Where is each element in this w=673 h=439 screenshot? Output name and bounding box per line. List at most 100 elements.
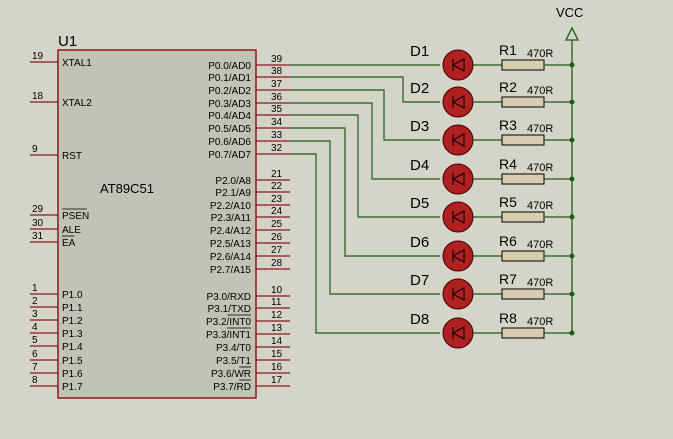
right-pin-12-label: P3.2/INT0 bbox=[206, 317, 251, 328]
right-pin-10-label: P3.0/RXD bbox=[207, 292, 251, 303]
resistor-r6-body[interactable] bbox=[501, 250, 545, 262]
left-pin-18-number: 18 bbox=[32, 91, 44, 102]
left-pin-19-number: 19 bbox=[32, 51, 44, 62]
led-d3-diode-icon bbox=[451, 133, 465, 147]
left-pin-1-label: P1.0 bbox=[62, 290, 83, 301]
led-d3-label: D3 bbox=[410, 118, 429, 135]
right-pin-28-label: P2.7/A15 bbox=[210, 265, 252, 276]
left-pin-5-label: P1.4 bbox=[62, 342, 83, 353]
right-pin-36-number: 36 bbox=[271, 92, 283, 103]
right-pin-25-number: 25 bbox=[271, 219, 283, 230]
led-d8-diode-icon bbox=[451, 326, 465, 340]
left-pin-7-label: P1.6 bbox=[62, 369, 83, 380]
led-d5-diode-icon bbox=[451, 210, 465, 224]
resistor-r3-label: R3 bbox=[499, 117, 517, 133]
right-pin-17-number: 17 bbox=[271, 375, 283, 386]
left-pin-7-number: 7 bbox=[32, 362, 38, 373]
right-pin-35-number: 35 bbox=[271, 104, 283, 115]
right-pin-21-number: 21 bbox=[271, 169, 283, 180]
left-pin-29-number: 29 bbox=[32, 204, 44, 215]
led-d6-diode-icon bbox=[451, 249, 465, 263]
vcc-arrow-icon bbox=[564, 26, 580, 41]
right-pin-37-number: 37 bbox=[271, 79, 283, 90]
resistor-r8-body[interactable] bbox=[501, 327, 545, 339]
right-pin-24-number: 24 bbox=[271, 206, 283, 217]
led-d7-body[interactable] bbox=[442, 278, 474, 310]
chip-part-name: AT89C51 bbox=[100, 181, 154, 196]
right-pin-34-label: P0.5/AD5 bbox=[208, 124, 251, 135]
led-d4-label: D4 bbox=[410, 157, 429, 174]
port0-wires bbox=[290, 64, 440, 334]
resistor-r2-body[interactable] bbox=[501, 96, 545, 108]
led-d2-label: D2 bbox=[410, 80, 429, 97]
right-pin-33-number: 33 bbox=[271, 130, 283, 141]
left-pin-3-number: 3 bbox=[32, 309, 38, 320]
wire-p0-5 bbox=[290, 127, 440, 257]
resistor-r6-label: R6 bbox=[499, 233, 517, 249]
led-d5-body[interactable] bbox=[442, 201, 474, 233]
left-pin-31-number: 31 bbox=[32, 231, 44, 242]
resistor-r5-body[interactable] bbox=[501, 211, 545, 223]
resistor-r8-value: 470R bbox=[527, 316, 553, 328]
resistor-r7-value: 470R bbox=[527, 277, 553, 289]
led-d7-diode-icon bbox=[451, 287, 465, 301]
chip-body[interactable] bbox=[57, 49, 257, 399]
led-d2-body[interactable] bbox=[442, 86, 474, 118]
right-pin-23-number: 23 bbox=[271, 194, 283, 205]
right-pin-10-number: 10 bbox=[271, 285, 283, 296]
right-pin-34-number: 34 bbox=[271, 117, 283, 128]
right-pin-35-label: P0.4/AD4 bbox=[208, 111, 251, 122]
left-pin-19-label: XTAL1 bbox=[62, 58, 92, 69]
left-pin-4-label: P1.3 bbox=[62, 329, 83, 340]
left-pin-30-label: ALE bbox=[62, 225, 81, 236]
right-pin-13-number: 13 bbox=[271, 323, 283, 334]
led-d1-label: D1 bbox=[410, 43, 429, 60]
wire-p0-6 bbox=[290, 140, 440, 295]
right-pin-25-label: P2.4/A12 bbox=[210, 226, 252, 237]
resistor-r7-label: R7 bbox=[499, 271, 517, 287]
resistor-r4-label: R4 bbox=[499, 156, 517, 172]
right-pin-27-number: 27 bbox=[271, 245, 283, 256]
left-pin-2-label: P1.1 bbox=[62, 303, 83, 314]
left-pin-29-label: PSEN bbox=[62, 211, 89, 222]
led-d4-body[interactable] bbox=[442, 163, 474, 195]
right-pin-39-number: 39 bbox=[271, 54, 283, 65]
led-d3-body[interactable] bbox=[442, 124, 474, 156]
wire-p0-1 bbox=[290, 76, 440, 103]
right-pin-32-number: 32 bbox=[271, 143, 283, 154]
right-pin-36-label: P0.3/AD3 bbox=[208, 99, 251, 110]
resistor-r1-body[interactable] bbox=[501, 59, 545, 71]
right-pin-38-number: 38 bbox=[271, 66, 283, 77]
left-pin-2-number: 2 bbox=[32, 296, 38, 307]
resistor-r5-value: 470R bbox=[527, 200, 553, 212]
led-d8-body[interactable] bbox=[442, 317, 474, 349]
resistor-r1-label: R1 bbox=[499, 42, 517, 58]
left-pin-8-label: P1.7 bbox=[62, 382, 83, 393]
resistor-r4-value: 470R bbox=[527, 162, 553, 174]
right-pin-13-label: P3.3/INT1 bbox=[206, 330, 251, 341]
led-d1-diode-icon bbox=[451, 58, 465, 72]
left-pin-30-number: 30 bbox=[32, 218, 44, 229]
left-pin-1-number: 1 bbox=[32, 283, 38, 294]
resistor-r7-body[interactable] bbox=[501, 288, 545, 300]
led-d1-body[interactable] bbox=[442, 49, 474, 81]
right-pin-14-number: 14 bbox=[271, 336, 283, 347]
resistor-r4-body[interactable] bbox=[501, 173, 545, 185]
right-pin-14-label: P3.4/T0 bbox=[216, 343, 251, 354]
left-pin-31-label: EA bbox=[62, 238, 76, 249]
right-pin-33-label: P0.6/AD6 bbox=[208, 137, 251, 148]
wire-p0-2 bbox=[290, 89, 440, 141]
wire-p0-4 bbox=[290, 114, 440, 218]
led-d6-body[interactable] bbox=[442, 240, 474, 272]
resistor-r1-value: 470R bbox=[527, 48, 553, 60]
chip-left-pins: 19XTAL118XTAL29RST29PSEN30ALE31EA1P1.02P… bbox=[30, 51, 92, 393]
right-pin-39-label: P0.0/AD0 bbox=[208, 61, 251, 72]
resistor-r8-label: R8 bbox=[499, 310, 517, 326]
resistor-r3-value: 470R bbox=[527, 123, 553, 135]
right-pin-11-number: 11 bbox=[271, 297, 282, 308]
vcc-rail: VCC bbox=[556, 5, 583, 333]
right-pin-24-label: P2.3/A11 bbox=[211, 213, 252, 224]
resistor-r3-body[interactable] bbox=[501, 134, 545, 146]
